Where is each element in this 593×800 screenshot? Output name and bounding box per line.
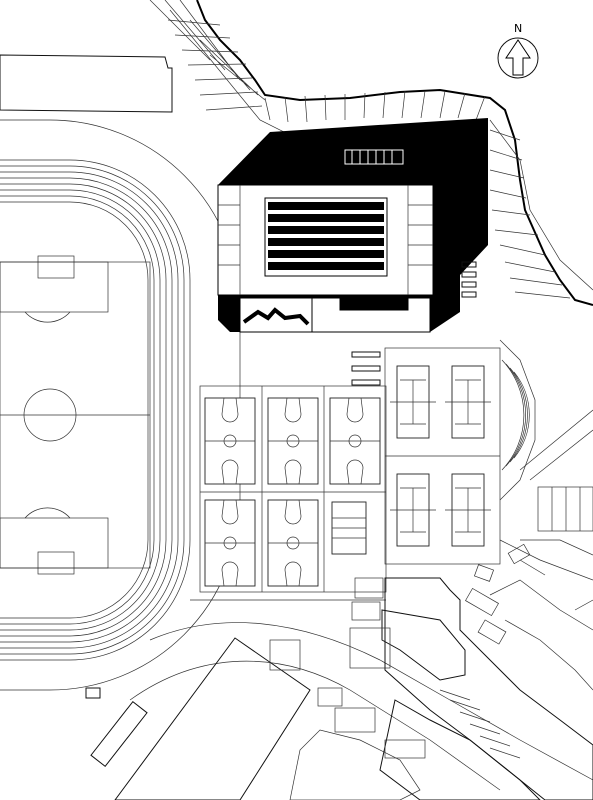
stair-markers [351,261,477,386]
building-bottom-right [289,559,593,800]
building-top-left [0,54,173,113]
main-building [217,118,488,333]
basketball-courts [199,385,387,593]
tennis-courts [384,347,501,565]
small-building-right [537,486,593,532]
north-label: N [514,22,522,35]
seating-block [264,197,388,277]
roads [129,409,593,791]
minor-structures [269,543,531,759]
building-bottom-center [85,637,311,800]
football-field [0,255,151,575]
running-track [0,119,241,691]
roof-vent [344,149,404,165]
curved-steps [499,339,536,501]
north-arrow-icon: N [497,22,539,79]
